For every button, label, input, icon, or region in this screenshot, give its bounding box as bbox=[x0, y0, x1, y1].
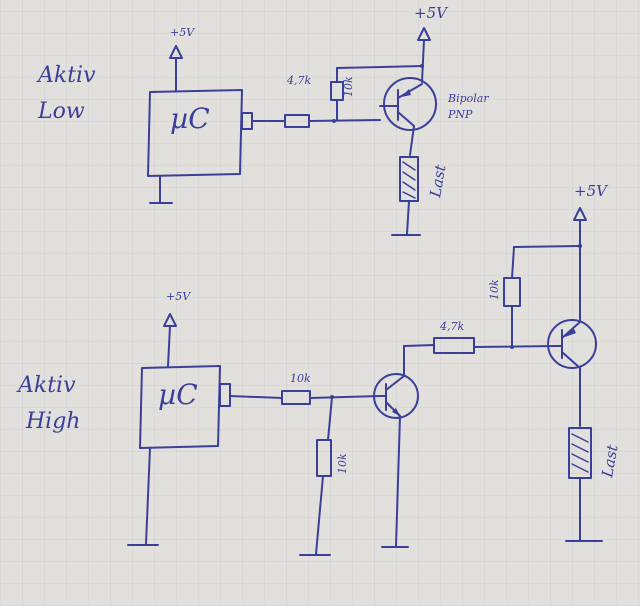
top-mode-label-2: Low bbox=[37, 99, 85, 124]
bottom-mode-label-1: Aktiv bbox=[16, 373, 76, 398]
bottom-mcu-supply-label: +5V bbox=[166, 290, 191, 303]
bottom-mcu-supply-symbol: +5V bbox=[163, 290, 191, 367]
bottom-mode-label-2: High bbox=[25, 409, 80, 434]
top-transistor-label-2: PNP bbox=[447, 108, 473, 121]
top-mcu-label: µC bbox=[170, 102, 210, 135]
top-series-resistor: 4,7k bbox=[284, 74, 311, 128]
bottom-base-resistor: 10k bbox=[281, 372, 311, 405]
top-supply-symbol: +5V bbox=[414, 4, 449, 83]
bottom-circuit: Aktiv High +5V µC 10k bbox=[16, 182, 622, 556]
top-pullup-resistor: 10k bbox=[330, 65, 423, 121]
top-series-resistor-label: 4,7k bbox=[286, 74, 311, 87]
bottom-supply-symbol: +5V bbox=[573, 182, 609, 321]
bottom-series-resistor-label: 4,7k bbox=[439, 320, 464, 333]
top-mcu-supply-symbol: +5V bbox=[169, 26, 195, 91]
top-mode-label-1: Aktiv bbox=[36, 63, 96, 88]
top-pnp-transistor: Bipolar PNP bbox=[379, 77, 489, 131]
top-load: Last bbox=[399, 156, 450, 202]
top-load-label: Last bbox=[426, 162, 450, 199]
bottom-load-label: Last bbox=[598, 442, 622, 479]
bottom-base-resistor-label: 10k bbox=[290, 372, 311, 385]
top-mcu-supply-label: +5V bbox=[170, 26, 195, 39]
top-circuit: Aktiv Low +5V µC 4,7k bbox=[36, 4, 489, 236]
top-transistor-label-1: Bipolar bbox=[447, 92, 489, 105]
bottom-pullup-resistor: 10k bbox=[488, 245, 581, 348]
bottom-pullup-label: 10k bbox=[488, 279, 501, 300]
top-pullup-label: 10k bbox=[342, 76, 355, 97]
bottom-supply-label: +5V bbox=[574, 182, 609, 200]
top-supply-label: +5V bbox=[414, 4, 449, 22]
bottom-npn-transistor bbox=[373, 373, 419, 419]
bottom-microcontroller: µC bbox=[127, 365, 231, 546]
bottom-pulldown-resistor: 10k bbox=[299, 396, 349, 556]
bottom-series-resistor: 4,7k bbox=[433, 320, 475, 354]
bottom-load: Last bbox=[568, 427, 622, 480]
bottom-mcu-label: µC bbox=[158, 378, 198, 411]
top-microcontroller: µC bbox=[147, 89, 253, 204]
bottom-pulldown-label: 10k bbox=[336, 453, 349, 474]
bottom-pnp-transistor bbox=[547, 319, 597, 369]
